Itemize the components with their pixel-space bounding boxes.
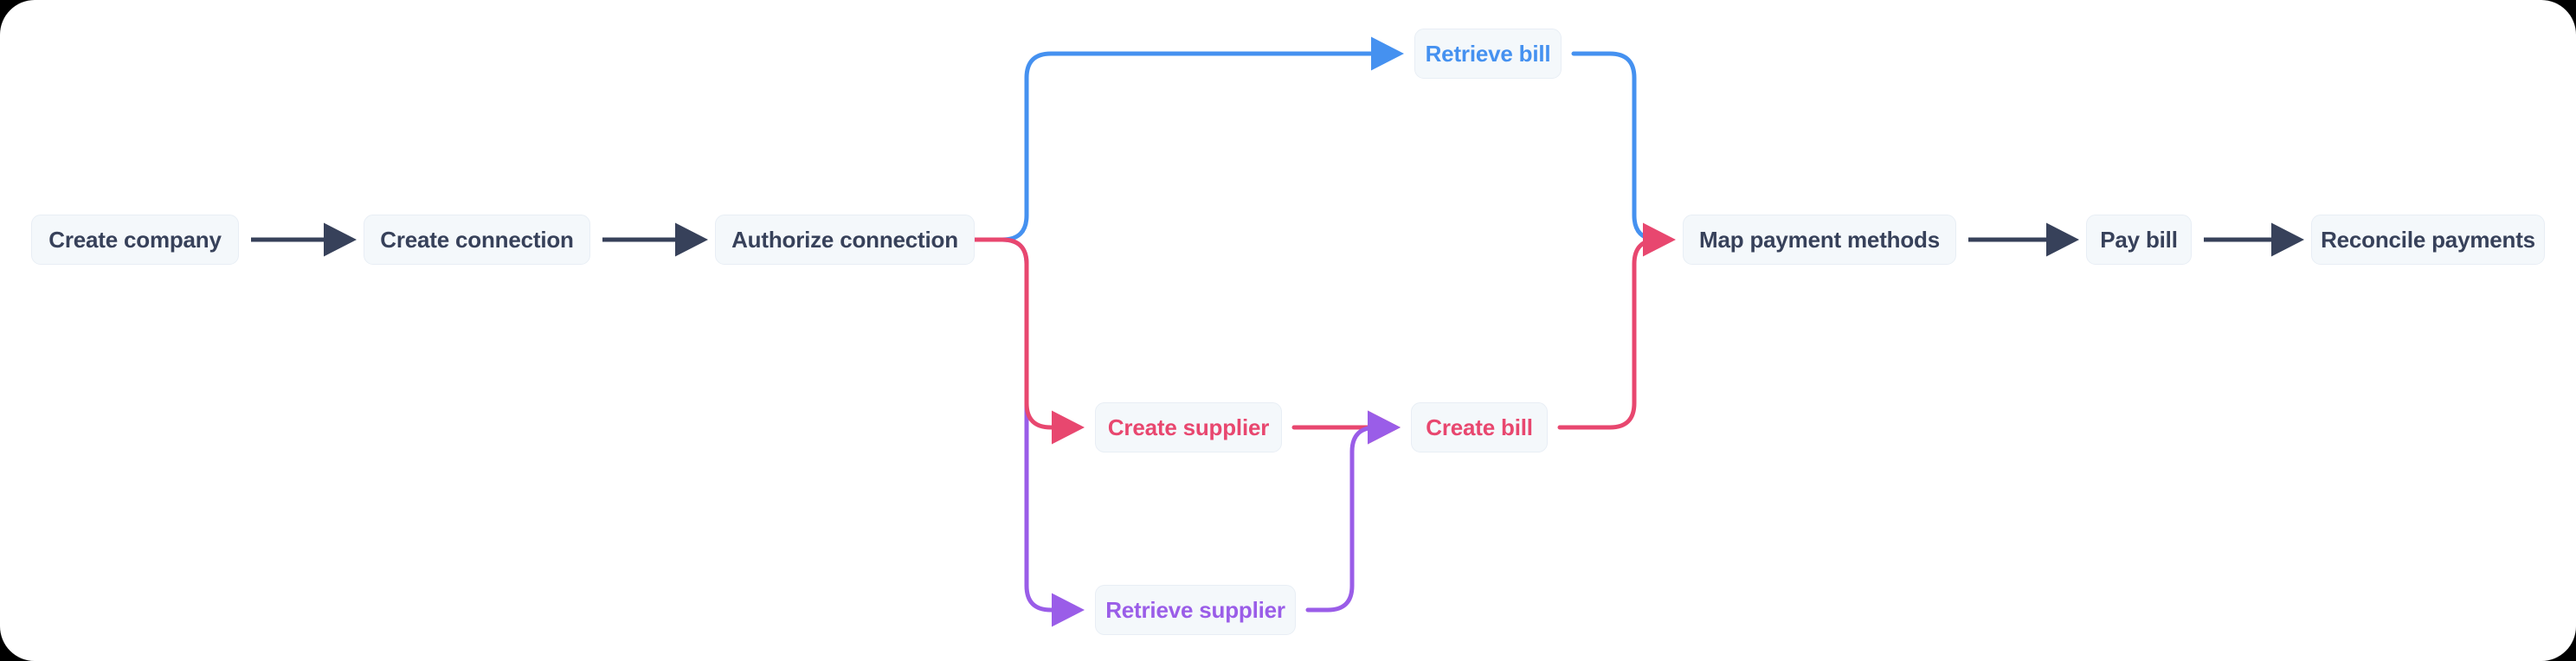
node-label: Map payment methods	[1699, 227, 1940, 253]
edge-retrieve-supplier-to-create-bill	[1305, 410, 1401, 613]
edge-retrieve-bill-to-map-payment-methods	[1571, 51, 1670, 242]
node-label: Create connection	[380, 227, 574, 253]
node-authorize-connection[interactable]: Authorize connection	[715, 215, 975, 265]
node-create-company[interactable]: Create company	[31, 215, 239, 265]
edge-create-bill-to-map-payment-methods	[1557, 222, 1677, 430]
edge-authorize-connection-to-retrieve-supplier	[972, 237, 1085, 627]
node-label: Create bill	[1426, 414, 1533, 440]
node-create-supplier[interactable]: Create supplier	[1095, 402, 1282, 452]
node-reconcile-payments[interactable]: Reconcile payments	[2311, 215, 2545, 265]
node-create-bill[interactable]: Create bill	[1411, 402, 1548, 452]
node-label: Retrieve supplier	[1105, 597, 1285, 623]
node-map-payment-methods[interactable]: Map payment methods	[1683, 215, 1956, 265]
node-retrieve-bill[interactable]: Retrieve bill	[1414, 29, 1562, 79]
node-label: Create supplier	[1107, 414, 1270, 440]
node-label: Pay bill	[2100, 227, 2178, 253]
node-label: Retrieve bill	[1425, 41, 1551, 67]
node-label: Create company	[48, 227, 222, 253]
edge-authorize-connection-to-retrieve-bill	[972, 36, 1405, 242]
node-label: Reconcile payments	[2321, 227, 2535, 253]
node-label: Authorize connection	[731, 227, 958, 253]
node-create-connection[interactable]: Create connection	[364, 215, 590, 265]
edge-authorize-connection-to-create-supplier	[972, 237, 1085, 445]
node-retrieve-supplier[interactable]: Retrieve supplier	[1095, 585, 1296, 635]
node-pay-bill[interactable]: Pay bill	[2086, 215, 2192, 265]
